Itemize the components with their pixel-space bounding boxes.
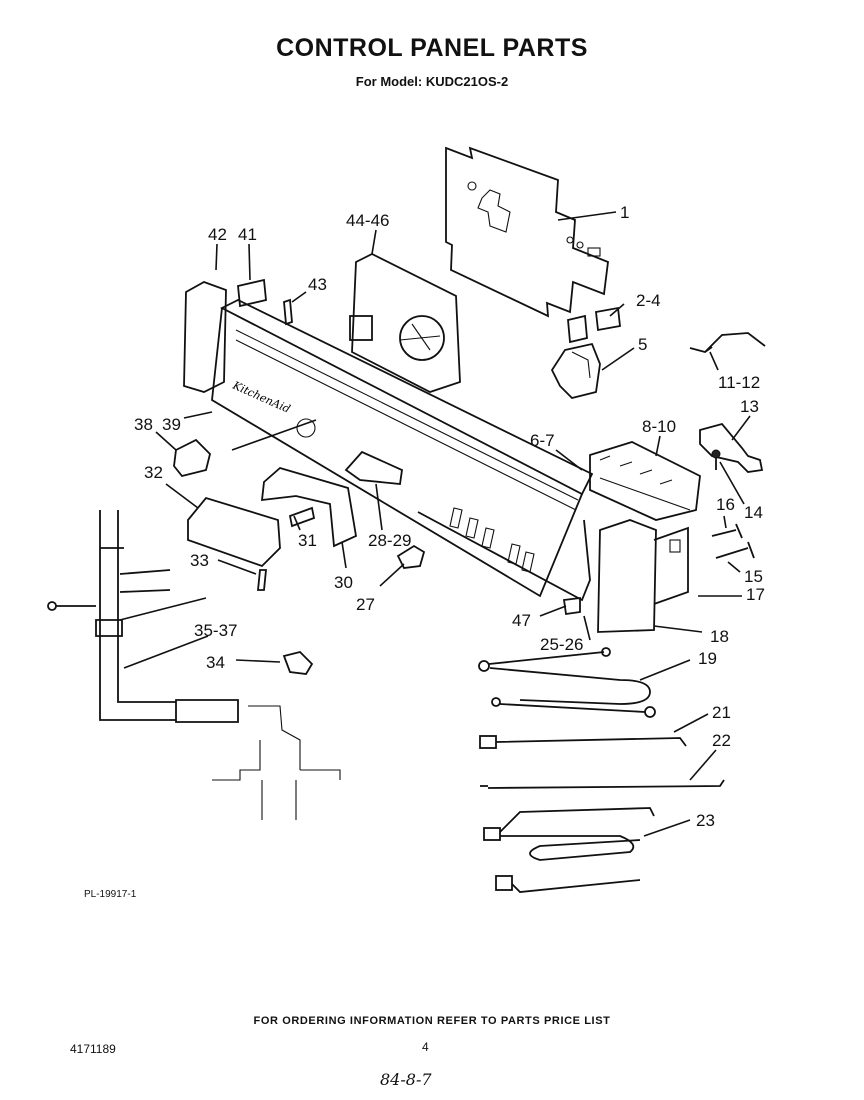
left-bracket <box>237 278 267 308</box>
callout: 38 <box>134 415 153 434</box>
callout: 28-29 <box>368 531 411 550</box>
callout: 22 <box>712 731 731 750</box>
back-cover-plate <box>445 146 609 318</box>
screw-31 <box>288 506 316 528</box>
callout: 32 <box>144 463 163 482</box>
callout: 21 <box>712 703 731 722</box>
callout: 25-26 <box>540 635 583 654</box>
page-title: CONTROL PANEL PARTS <box>276 34 588 62</box>
left-end-cap <box>183 281 227 393</box>
callout: 44-46 <box>346 211 389 230</box>
callout: 11-12 <box>718 373 760 392</box>
callout: 14 <box>744 503 763 522</box>
callout-labels: 1 2-4 5 11-12 13 8-10 6-7 14 16 15 17 18… <box>134 203 765 830</box>
hose-assembly <box>47 510 341 820</box>
callout: 30 <box>334 573 353 592</box>
callout: 17 <box>746 585 765 604</box>
document-number: 4171189 <box>70 1042 116 1056</box>
callout: 47 <box>512 611 531 630</box>
switch-parts <box>550 306 621 399</box>
end-cap <box>597 519 689 633</box>
page-number: 4 <box>422 1040 429 1054</box>
selector-part <box>699 422 764 473</box>
callout: 23 <box>696 811 715 830</box>
callout: 42 <box>208 225 227 244</box>
callout: 33 <box>190 551 209 570</box>
door-handle <box>187 496 281 568</box>
callout: 13 <box>740 397 759 416</box>
timer-mechanism <box>349 252 461 393</box>
wire-clip <box>689 332 766 354</box>
callout: 39 <box>162 415 181 434</box>
screws <box>711 523 755 559</box>
callout: 27 <box>356 595 375 614</box>
switch-housing <box>589 441 701 521</box>
leader-lines <box>119 211 751 837</box>
model-subtitle: For Model: KUDC21OS-2 <box>355 74 509 89</box>
callout: 43 <box>308 275 327 294</box>
callout: 19 <box>698 649 717 668</box>
callout: 5 <box>638 335 647 354</box>
ordering-note: FOR ORDERING INFORMATION REFER TO PARTS … <box>253 1015 611 1027</box>
knob <box>173 438 211 478</box>
screw-33 <box>257 569 267 591</box>
callout: 18 <box>710 627 729 646</box>
screw-43 <box>283 298 293 326</box>
plate-number: PL-19917-1 <box>84 889 137 900</box>
callout: 34 <box>206 653 225 672</box>
callout: 15 <box>744 567 763 586</box>
callout: 6-7 <box>530 431 555 450</box>
callout: 1 <box>620 203 629 222</box>
lever <box>344 450 403 485</box>
clip-47 <box>562 596 581 616</box>
callout: 2-4 <box>636 291 661 310</box>
handwritten-note: 84-8-7 <box>380 1070 432 1089</box>
callout: 31 <box>298 531 317 550</box>
clip-34 <box>282 651 314 675</box>
callout: 41 <box>238 225 257 244</box>
brand-mark: KitchenAid <box>230 378 292 415</box>
latch-bracket <box>260 466 358 548</box>
callout: 8-10 <box>642 417 676 436</box>
callout: 16 <box>716 495 735 514</box>
callout: 35-37 <box>194 621 237 640</box>
wire-harnesses <box>478 647 725 893</box>
